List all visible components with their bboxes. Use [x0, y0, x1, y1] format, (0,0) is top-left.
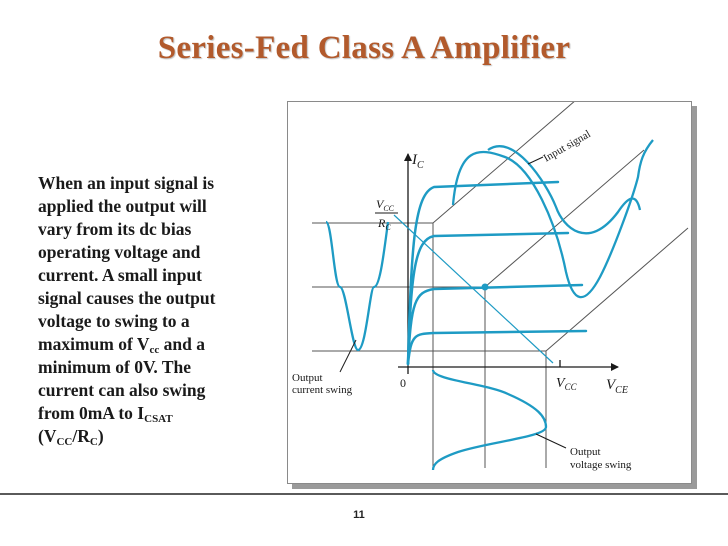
origin-label: 0: [400, 376, 406, 390]
load-line-diagram: IC VCE 0 VCC VCC RC Input signal Output …: [292, 102, 689, 471]
subscript: cc: [149, 344, 160, 356]
load-line-figure: IC VCE 0 VCC VCC RC Input signal Output …: [287, 101, 692, 484]
output-voltage-swing-label-1: Output: [570, 446, 601, 458]
text-run: /R: [72, 426, 90, 446]
fraction-denominator: RC: [377, 216, 391, 232]
q-point: [481, 283, 489, 291]
text-run: ): [97, 426, 104, 446]
characteristic-curves: [406, 180, 588, 366]
description-line: applied the output will: [38, 196, 207, 216]
input-signal-wave-2: [487, 145, 642, 235]
fraction-denominator-main: R: [377, 216, 386, 230]
leader-lines: [339, 156, 567, 449]
current-swing-leader: [339, 339, 357, 373]
input-signal-wave: [451, 139, 654, 299]
axes: [398, 153, 619, 374]
input-guide-lower: [545, 227, 689, 352]
characteristic-curve: [406, 231, 570, 366]
description-line: from 0mA to ICSAT: [38, 402, 264, 425]
input-guide-lines: [432, 102, 689, 352]
vcc-label-main: V: [556, 376, 566, 391]
output-current-swing-label-2: current swing: [292, 384, 353, 396]
projection-lines: [432, 260, 547, 468]
input-guide-center: [484, 149, 645, 288]
input-signal-label: Input signal: [542, 128, 593, 165]
fraction-denominator-sub: C: [385, 223, 391, 232]
output-voltage-wave: [431, 369, 548, 471]
footer-divider: [0, 493, 728, 495]
description-line: When an input signal is: [38, 173, 215, 193]
description-line: operating voltage and: [38, 242, 201, 262]
output-voltage-swing-label-2: voltage swing: [570, 459, 632, 471]
characteristic-curve: [406, 329, 588, 366]
y-axis-label: IC: [411, 152, 424, 171]
description-line: signal causes the output: [38, 288, 216, 308]
text-run: (V: [38, 426, 57, 446]
description-line: maximum of Vcc and a: [38, 333, 264, 356]
x-axis-label: VCE: [606, 377, 628, 396]
text-run: from 0mA to I: [38, 403, 145, 423]
subscript: C: [89, 436, 98, 448]
slide-title: Series-Fed Class A Amplifier: [157, 30, 571, 66]
description-line: minimum of 0V. The: [38, 357, 191, 377]
vcc-label: VCC: [556, 376, 578, 392]
y-axis-label-main: I: [411, 152, 418, 168]
description-line: current. A small input: [38, 265, 203, 285]
text-run: maximum of V: [38, 334, 150, 354]
description-line: current can also swing: [38, 380, 206, 400]
input-signal-leader: [527, 156, 544, 165]
page-number: 11: [353, 509, 365, 521]
characteristic-curve: [406, 180, 560, 366]
input-guide-upper: [432, 102, 575, 224]
output-current-wave: [324, 220, 390, 352]
fraction-numerator: VCC: [376, 197, 395, 213]
y-axis-label-sub: C: [417, 160, 424, 171]
output-current-swing-label-1: Output: [292, 372, 323, 384]
subscript: CC: [56, 436, 73, 448]
text-run: and a: [159, 334, 205, 354]
voltage-swing-leader: [535, 433, 567, 449]
x-axis-label-sub: CE: [615, 385, 628, 396]
description-line: vary from its dc bias: [38, 219, 192, 239]
fraction-numerator-main: V: [376, 197, 385, 211]
subscript: CSAT: [144, 413, 173, 425]
characteristic-curve: [406, 283, 584, 366]
x-axis-label-main: V: [606, 377, 617, 393]
description-line: (VCC/RC): [38, 425, 264, 448]
fraction-numerator-sub: CC: [383, 204, 394, 213]
vcc-label-sub: CC: [565, 382, 578, 392]
description-line: voltage to swing to a: [38, 311, 190, 331]
description-text: When an input signal is applied the outp…: [38, 172, 264, 448]
